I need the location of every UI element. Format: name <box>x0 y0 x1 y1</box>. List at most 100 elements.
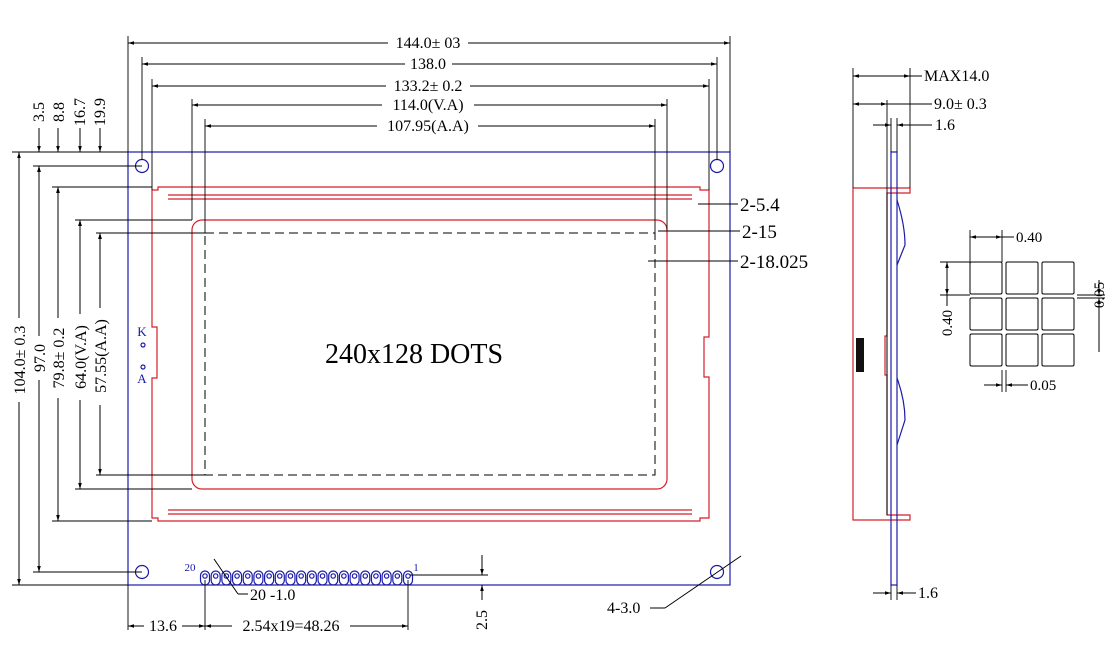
pin-hole <box>319 573 326 579</box>
dim-8-8: 8.8 <box>51 102 68 122</box>
pin-hole <box>202 573 208 579</box>
pin-hole <box>405 573 411 579</box>
front-view: 240x128 DOTS K A 20 1 144.0± 03 <box>12 35 808 635</box>
pin-20-label: 20 <box>185 562 197 574</box>
pin-pad <box>296 570 307 586</box>
side-dim-thickness: 9.0± 0.3 <box>934 96 987 113</box>
dot-cell <box>1041 297 1075 331</box>
dot-dim-left: 0.40 <box>940 310 956 336</box>
dot-grid <box>969 261 1075 367</box>
dim-height-total: 104.0± 0.3 <box>12 326 29 395</box>
vertical-dimensions: 104.0± 0.3 97.0 79.8± 0.2 64.0(V.A) 57.5… <box>12 151 205 586</box>
pin-pad <box>242 570 253 586</box>
side-bezel <box>852 187 911 521</box>
pin-pad <box>317 570 328 586</box>
side-dim-max: MAX14.0 <box>924 68 989 85</box>
pin-hole <box>223 573 230 579</box>
pin-1-label: 1 <box>413 562 419 574</box>
pin-pad <box>221 570 232 586</box>
pin-pad <box>264 570 275 586</box>
pin-hole <box>341 573 347 579</box>
pin-hole <box>362 573 369 579</box>
dim-19-9: 19.9 <box>92 98 109 126</box>
dim-view-area-width: 114.0(V.A) <box>392 97 463 114</box>
viewing-area <box>191 219 668 490</box>
mounting-hole-br <box>709 564 725 580</box>
pin-hole <box>255 573 262 579</box>
pin-pad <box>231 570 243 586</box>
callout-2-5-4: 2-5.4 <box>740 195 780 216</box>
pcb-outline <box>127 151 731 586</box>
dot-dim-bottom: 0.05 <box>1030 378 1056 394</box>
mounting-hole-tr <box>709 158 725 174</box>
dim-bezel-height: 79.8± 0.2 <box>51 328 68 389</box>
active-area <box>204 232 656 476</box>
dot-cell <box>1005 297 1039 331</box>
dim-active-area-height: 57.55(A.A) <box>93 319 110 393</box>
pin-pad <box>392 570 403 586</box>
pin-pad <box>338 570 349 586</box>
pin-pad <box>285 570 296 586</box>
pin-hole <box>394 573 401 579</box>
bottom-dimensions: 13.6 2.54x19=48.26 2.5 20 -1.0 4-3.0 <box>127 555 742 635</box>
dim-3-5: 3.5 <box>31 102 48 122</box>
dot-cell <box>969 297 1003 331</box>
side-connector <box>856 338 864 372</box>
side-dim-pcb-bottom: 1.6 <box>918 585 938 602</box>
pin-hole <box>373 573 379 579</box>
pin-hole <box>309 573 315 579</box>
side-dim-pcb-top: 1.6 <box>935 117 955 134</box>
pin-hole <box>330 573 337 579</box>
pin-hole <box>298 573 304 579</box>
callout-2-15: 2-15 <box>742 222 777 243</box>
dim-pin-offset: 13.6 <box>149 618 177 635</box>
dot-cell <box>1005 333 1039 367</box>
pin-hole <box>383 573 390 579</box>
pin-hole <box>351 573 358 579</box>
dot-detail: 0.40 0.40 0.05 0.05 <box>940 230 1108 394</box>
pin-hole <box>244 573 251 579</box>
dim-width-total: 144.0± 03 <box>396 35 461 52</box>
side-view: MAX14.0 9.0± 0.3 1.6 1.6 <box>852 68 989 602</box>
hole-note: 4-3.0 <box>607 600 640 617</box>
top-small-dimensions: 3.5 8.8 16.7 19.9 <box>31 98 109 246</box>
pin-pad <box>306 570 317 586</box>
pin-hole <box>287 573 294 579</box>
dots-label: 240x128 DOTS <box>325 339 503 370</box>
dot-cell <box>1005 261 1039 295</box>
bezel-outline <box>151 186 710 522</box>
pin-pad <box>381 570 392 586</box>
pin-pad <box>210 570 221 586</box>
pin-hole <box>266 573 272 579</box>
dot-dim-top: 0.40 <box>1016 230 1042 246</box>
dim-pin-height: 2.5 <box>474 610 491 630</box>
dot-cell <box>969 333 1003 367</box>
callout-2-18-025: 2-18.025 <box>740 252 808 273</box>
right-callouts: 2-5.4 2-15 2-18.025 <box>648 195 808 273</box>
horizontal-dimensions: 144.0± 03 138.0 133.2± 0.2 114.0(V.A) 10… <box>127 35 731 233</box>
dot-dim-right: 0.05 <box>1092 282 1108 308</box>
pin-pad <box>360 570 371 586</box>
pin-pad <box>253 570 264 586</box>
dim-bezel-width: 133.2± 0.2 <box>394 78 463 95</box>
pin-pad <box>349 570 360 586</box>
backlight-k-label: K <box>137 324 147 339</box>
dot-cell <box>969 261 1003 295</box>
dim-view-area-height: 64.0(V.A) <box>73 325 90 389</box>
backlight-a-label: A <box>137 371 147 386</box>
dim-pin-pitch: 2.54x19=48.26 <box>242 618 339 635</box>
side-pcb <box>890 151 898 586</box>
pin-pad <box>274 570 285 586</box>
dim-16-7: 16.7 <box>72 98 89 126</box>
pin-pad <box>370 570 382 586</box>
dot-cell <box>1041 261 1075 295</box>
dot-cell <box>1041 333 1075 367</box>
dim-active-area-width: 107.95(A.A) <box>387 118 469 135</box>
dim-hole-pitch-v: 97.0 <box>32 344 49 372</box>
pin-pad <box>328 570 339 586</box>
dim-hole-pitch-h: 138.0 <box>410 56 446 73</box>
pin-hole <box>276 573 283 579</box>
pin-hole <box>212 573 219 579</box>
pin-header <box>199 570 414 586</box>
